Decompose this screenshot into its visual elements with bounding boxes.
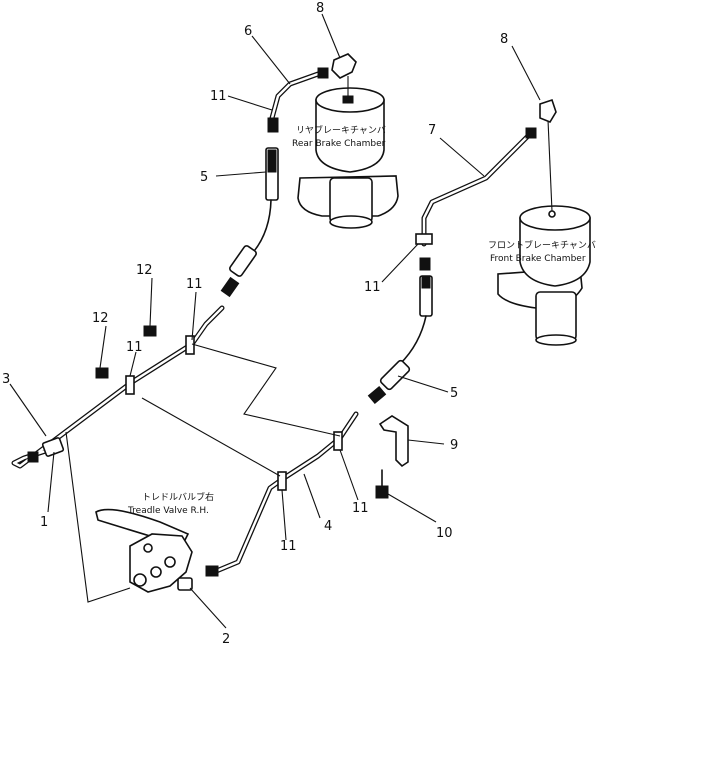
callout-5-front: 5 bbox=[450, 386, 458, 401]
callout-3: 3 bbox=[2, 372, 10, 387]
callout-numbers: 1 2 3 4 5 5 6 7 8 8 9 10 11 11 11 11 11 … bbox=[2, 1, 508, 647]
callout-11-front-clamp: 11 bbox=[364, 280, 381, 295]
callout-2: 2 bbox=[222, 632, 230, 647]
callout-8-front: 8 bbox=[500, 32, 508, 47]
treadle-valve bbox=[95, 508, 193, 593]
callout-9: 9 bbox=[450, 438, 458, 453]
callout-7: 7 bbox=[428, 123, 436, 138]
callout-12-lower: 12 bbox=[92, 311, 109, 326]
callout-6: 6 bbox=[244, 24, 252, 39]
callout-12-upper: 12 bbox=[136, 263, 153, 278]
callout-5-rear: 5 bbox=[200, 170, 208, 185]
callout-11-rear-elbow: 11 bbox=[210, 89, 227, 104]
hoses bbox=[220, 147, 433, 405]
callout-10: 10 bbox=[436, 526, 453, 541]
treadle-valve-caption-en: Treadle Valve R.H. bbox=[127, 506, 209, 516]
front-chamber-caption-jp: フロントブレーキチャンバ bbox=[488, 239, 596, 251]
callout-11-pipe3-lower: 11 bbox=[126, 340, 143, 355]
rear-chamber-caption-jp: リヤブレーキチャンバ bbox=[296, 124, 386, 136]
front-chamber-caption-en: Front Brake Chamber bbox=[490, 254, 586, 264]
callout-11-pipe3-upper: 11 bbox=[186, 277, 203, 292]
treadle-valve-caption-jp: トレドルバルブ右 bbox=[142, 491, 214, 503]
callout-1: 1 bbox=[40, 515, 48, 530]
rear-brake-chamber bbox=[297, 76, 399, 229]
callout-11-pipe4-right: 11 bbox=[352, 501, 369, 516]
front-brake-chamber bbox=[497, 119, 591, 346]
rear-chamber-caption-en: Rear Brake Chamber bbox=[292, 139, 386, 149]
callout-8-rear: 8 bbox=[316, 1, 324, 16]
callout-11-pipe4-left: 11 bbox=[280, 539, 297, 554]
reference-lines bbox=[65, 343, 341, 603]
captions: リヤブレーキチャンバ Rear Brake Chamber フロントブレーキチャ… bbox=[127, 124, 596, 516]
leader-lines bbox=[9, 13, 541, 629]
callout-4: 4 bbox=[324, 519, 332, 534]
